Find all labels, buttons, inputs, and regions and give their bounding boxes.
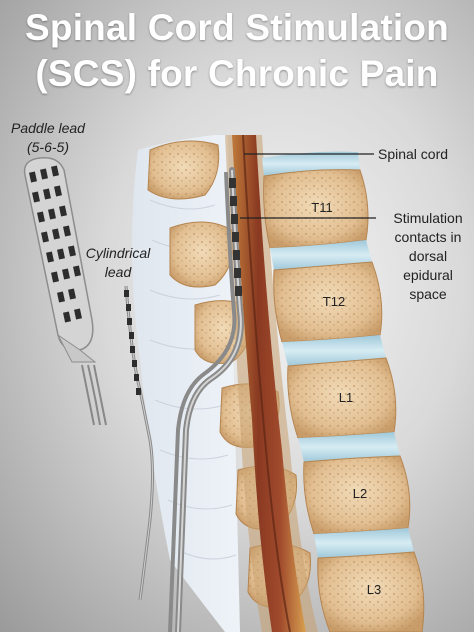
label-contacts-5: space: [409, 286, 447, 302]
label-paddle-config: (5-6-5): [27, 139, 69, 155]
label-contacts-1: Stimulation: [393, 210, 462, 226]
title-line-2: (SCS) for Chronic Pain: [35, 53, 439, 94]
disc-top: [262, 151, 360, 176]
vertebra-label-t12: T12: [323, 294, 345, 309]
disc-t12-l1: [282, 335, 386, 366]
vertebra-label-l2: L2: [353, 486, 367, 501]
cylindrical-contacts: [124, 290, 141, 395]
disc-t11-t12: [270, 240, 372, 270]
vertebra-label-l1: L1: [339, 390, 353, 405]
vertebra-label-t11: T11: [311, 200, 332, 215]
cylindrical-lead: [124, 285, 154, 601]
label-cylindrical-2: lead: [105, 264, 133, 280]
label-cylindrical-1: Cylindrical: [86, 245, 151, 261]
label-spinal-cord: Spinal cord: [378, 146, 448, 162]
label-paddle-lead: Paddle lead: [11, 120, 86, 136]
label-contacts-2: contacts in: [395, 229, 462, 245]
paddle-lead: [23, 157, 107, 426]
label-contacts-4: epidural: [403, 267, 453, 283]
disc-l2-l3: [314, 528, 414, 558]
implanted-contacts: [229, 178, 242, 296]
disc-l1-l2: [298, 432, 400, 462]
leader-lines: [240, 153, 376, 219]
implanted-lead: [168, 167, 244, 632]
vertebra-label-l3: L3: [367, 582, 381, 597]
label-contacts-3: dorsal: [409, 248, 447, 264]
paddle-contacts: [29, 165, 82, 323]
title-line-1: Spinal Cord Stimulation: [25, 7, 449, 48]
ligament-band: [131, 135, 240, 632]
vertebral-column: [262, 151, 425, 632]
